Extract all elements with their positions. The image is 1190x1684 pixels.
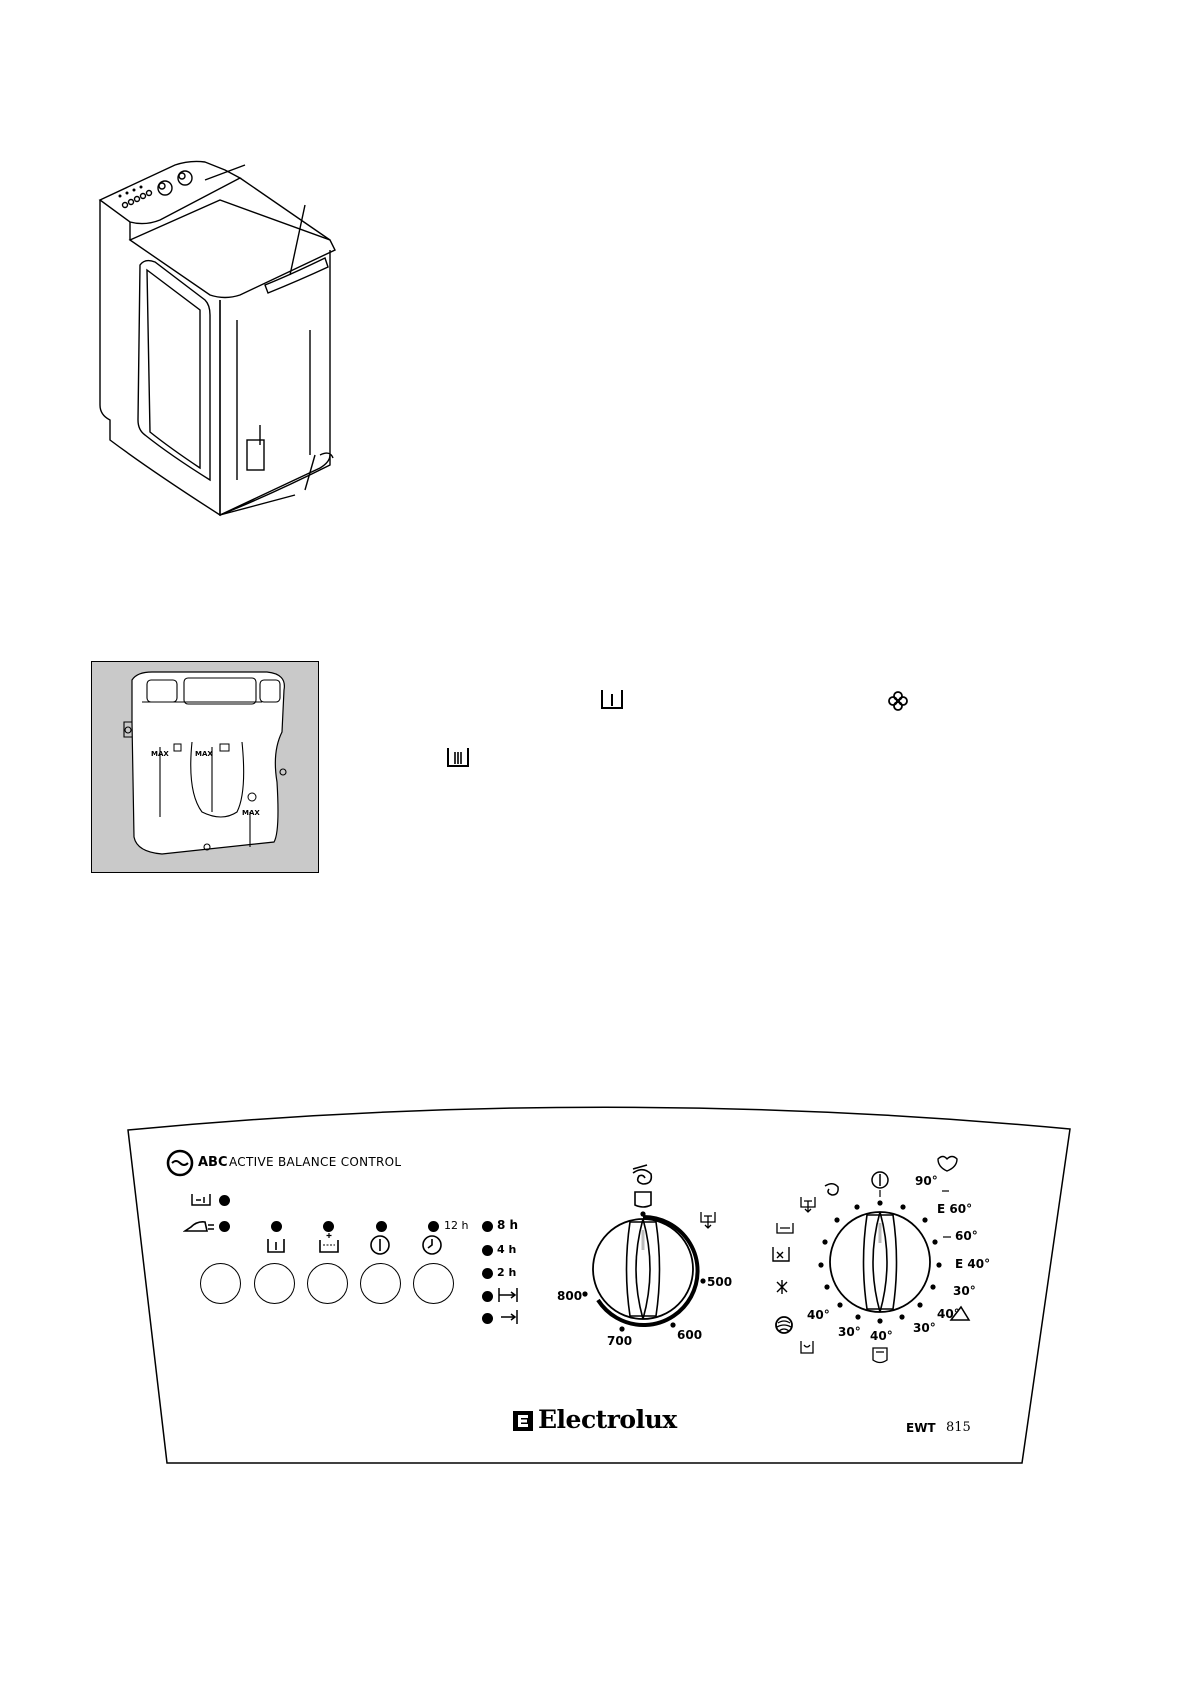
spin-600-label: 600 (677, 1328, 702, 1342)
easy-iron-button[interactable] (200, 1263, 241, 1304)
active-balance-control-label: ACTIVE BALANCE CONTROL (229, 1155, 402, 1169)
spin-700-label: 700 (607, 1334, 632, 1348)
prog-e40-label: E 40° (955, 1257, 990, 1271)
prog-90-label: 90° (915, 1174, 938, 1188)
prog-40c-label: 40° (870, 1329, 893, 1343)
delay-2h-label: 2 h (497, 1266, 517, 1279)
mainwash-compartment-icon (447, 748, 469, 767)
spin-speed-dial[interactable]: 800 700 600 500 (555, 1150, 735, 1350)
easy-iron-led (219, 1221, 230, 1232)
delay-2h-led (482, 1268, 493, 1279)
prewash-compartment-icon (601, 690, 623, 709)
prog-40a-label: 40° (937, 1307, 960, 1321)
washing-machine-illustration (98, 160, 336, 517)
prog-30a-label: 30° (953, 1284, 976, 1298)
rinse-hold-led (219, 1195, 230, 1206)
prog-30c-label: 30° (838, 1325, 861, 1339)
abc-logo-icon (166, 1149, 194, 1177)
phase-wash-led (482, 1291, 493, 1302)
delay-start-icon (422, 1235, 442, 1255)
detergent-dispenser-figure: MAX MAX MAX (91, 661, 319, 873)
easy-iron-icon (183, 1221, 214, 1232)
program-selector-dial[interactable]: 90° E 60° 60° E 40° 30° 40° 30° 40° 30° … (765, 1155, 995, 1370)
max-marking-softener: MAX (242, 809, 260, 817)
max-marking-mainwash: MAX (195, 750, 213, 758)
prog-e60-label: E 60° (937, 1202, 972, 1216)
spin-500-label: 500 (707, 1275, 732, 1289)
delay-12h-led (428, 1221, 439, 1232)
electrolux-logo-icon (513, 1411, 533, 1431)
spin-800-label: 800 (557, 1289, 582, 1303)
intensive-button[interactable] (307, 1263, 348, 1304)
prewash-button[interactable] (254, 1263, 295, 1304)
intensive-wash-icon (319, 1233, 339, 1253)
delay-start-button[interactable] (413, 1263, 454, 1304)
prog-30b-label: 30° (913, 1321, 936, 1335)
start-pause-button[interactable] (360, 1263, 401, 1304)
rinse-hold-icon (191, 1194, 211, 1206)
delay-8h-label: 8 h (497, 1218, 519, 1232)
intensive-led (323, 1221, 334, 1232)
prewash-button-icon (267, 1239, 285, 1253)
delay-12h-label: 12 h (444, 1219, 469, 1232)
brand-name: Electrolux (538, 1405, 677, 1434)
dispenser-drawing (123, 671, 287, 855)
model-prefix: EWT (906, 1421, 936, 1435)
delay-8h-led (482, 1221, 493, 1232)
model-number: 815 (946, 1420, 971, 1435)
abc-label: ABC (198, 1155, 228, 1170)
prog-60-label: 60° (955, 1229, 978, 1243)
start-pause-led (376, 1221, 387, 1232)
delay-4h-label: 4 h (497, 1243, 517, 1256)
start-pause-icon (370, 1235, 390, 1255)
max-marking-prewash: MAX (151, 750, 169, 758)
delay-4h-led (482, 1245, 493, 1256)
wool-ball-icon (775, 1316, 793, 1334)
spin-dial-arc (596, 1214, 700, 1327)
phase-end-icon (501, 1310, 518, 1324)
softener-flower-icon (888, 691, 908, 711)
phase-wash-icon (498, 1288, 518, 1302)
prewash-led (271, 1221, 282, 1232)
phase-end-led (482, 1313, 493, 1324)
prog-40b-label: 40° (807, 1308, 830, 1322)
